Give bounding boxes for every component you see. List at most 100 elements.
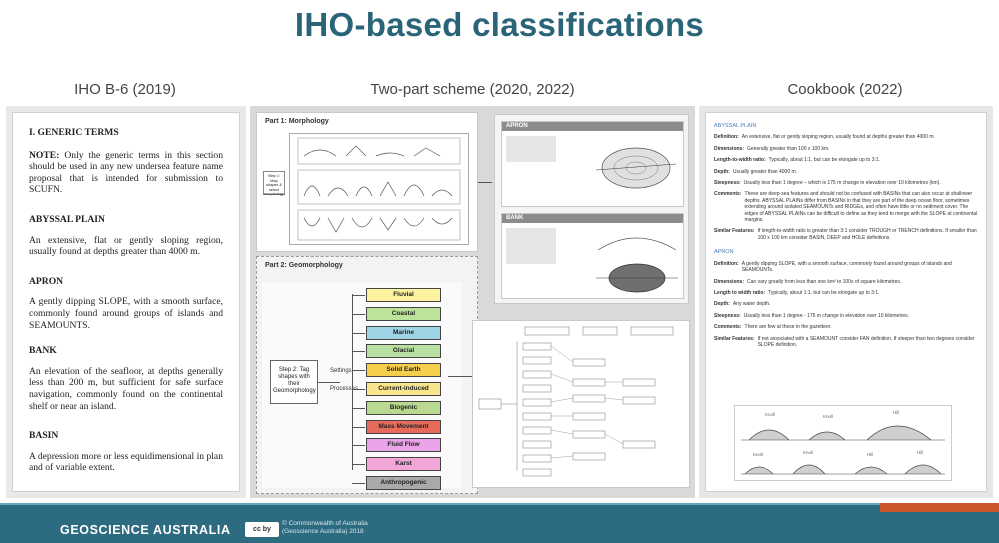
processes-label: Processes (330, 386, 359, 392)
iho-panel: I. GENERIC TERMS NOTE: Only the generic … (6, 106, 246, 498)
step2-box: Step 2: Tag shapes with their Geomorphol… (270, 360, 318, 404)
definition-apron: A gently dipping SLOPE, with a smooth su… (29, 296, 223, 331)
part2-label: Part 2: Geomorphology (265, 262, 343, 269)
term-abyssal-plain: ABYSSAL PLAIN (29, 213, 105, 225)
cookbook-row: Dimensions:Generally greater than 100 x … (714, 146, 982, 152)
category-anthropogenic: Anthropogenic (366, 476, 441, 490)
apron-card-text (506, 136, 556, 162)
iho-document: I. GENERIC TERMS NOTE: Only the generic … (12, 112, 240, 492)
category-connector (352, 332, 365, 334)
arrow-part1 (478, 182, 492, 183)
brand-name: GEOSCIENCE AUSTRALIA (60, 523, 231, 537)
cookbook-row-key: Dimensions: (714, 278, 745, 285)
cookbook-row-key: Length-to-width ratio: (714, 157, 766, 164)
cookbook-row: Length-to-width ratio:Typically, about 1… (714, 157, 982, 163)
footer-bar (0, 505, 999, 543)
profile-label-top-3: Hill (893, 410, 900, 415)
cookbook-row: Comments:These are deep-sea features and… (714, 191, 982, 223)
category-connector (352, 351, 365, 353)
bank-diagram (596, 237, 678, 293)
profile-label-top-1: Knoll (765, 412, 776, 417)
cookbook-row-value: Usually less than 1 degree - 175 m chang… (743, 312, 910, 319)
category-fluid-flow: Fluid Flow (366, 438, 441, 453)
category-connector (352, 295, 365, 296)
cookbook-row-value: An extensive, flat or gently sloping reg… (741, 134, 935, 141)
arrow-part2 (448, 376, 478, 377)
cookbook-row-value: Any water depth. (732, 301, 771, 308)
morphology-shapes-diagram (297, 137, 461, 241)
category-coastal: Coastal (366, 306, 441, 321)
note-paragraph: NOTE: Only the generic terms in this sec… (29, 150, 223, 196)
cookbook-row-value: If length-to-width ratio is greater than… (757, 228, 977, 241)
category-marine: Marine (366, 325, 441, 340)
apron-card: APRON (501, 121, 684, 207)
cc-license-icon[interactable]: cc by (245, 522, 279, 537)
category-solid-earth: Solid Earth (366, 363, 441, 378)
settings-label: Settings (330, 368, 352, 374)
cookbook-row-value: Usually greater than 4000 m. (732, 168, 798, 175)
profile-label-bottom-2: Knoll (803, 450, 814, 455)
cookbook-row-value: A gently dipping SLOPE, with a smooth su… (741, 260, 952, 274)
column-heading-iho: IHO B-6 (2019) (74, 81, 176, 98)
cookbook-row: Comments:There are few at these in the g… (714, 324, 982, 330)
cookbook-row-key: Length to width ratio: (714, 289, 766, 296)
cookbook-apron-heading: APRON (714, 249, 734, 256)
profile-label-bottom-3: Hill (867, 452, 874, 457)
definition-abyssal-plain: An extensive, flat or gently sloping reg… (29, 234, 223, 258)
arrow-step2 (318, 382, 340, 383)
category-connector (352, 464, 365, 466)
cookbook-abyssal-heading: ABYSSAL PLAIN (714, 123, 757, 129)
flowchart-box (472, 320, 690, 488)
term-bank: BANK (29, 345, 57, 357)
category-fluvial: Fluvial (366, 288, 441, 302)
category-connector (352, 313, 365, 315)
cookbook-row: Similar Features:If length-to-width rati… (714, 228, 982, 241)
cookbook-row-value: Typically, about 1:1, but can be elongat… (768, 157, 881, 164)
cookbook-document: ABYSSAL PLAIN Definition:An extensive, f… (705, 112, 987, 492)
bank-card-text (506, 228, 556, 264)
cookbook-panel: ABYSSAL PLAIN Definition:An extensive, f… (699, 106, 993, 498)
flowchart-diagram (478, 326, 674, 477)
cookbook-row-value: Can vary greatly from less than one km² … (747, 278, 902, 285)
cookbook-row-key: Comments: (714, 324, 742, 331)
cookbook-row-value: Usually less than 1 degree – which is 17… (743, 180, 941, 187)
column-heading-cookbook: Cookbook (2022) (787, 81, 903, 98)
apron-card-title: APRON (502, 122, 683, 131)
category-connector (352, 407, 365, 409)
generic-terms-heading: I. GENERIC TERMS (29, 127, 119, 138)
category-glacial: Glacial (366, 344, 441, 359)
cookbook-row-key: Steepness: (714, 312, 741, 319)
cookbook-row-value: Typically, about 1:1, but can be elongat… (768, 289, 880, 296)
cookbook-row-key: Depth: (714, 301, 730, 308)
cookbook-row-key: Definition: (714, 134, 739, 141)
cookbook-row-key: Steepness: (714, 180, 741, 187)
column-heading-two-part: Two-part scheme (2020, 2022) (370, 81, 575, 98)
cookbook-text: ABYSSAL PLAIN Definition:An extensive, f… (714, 123, 982, 348)
cookbook-row-key: Definition: (714, 260, 739, 267)
category-connector (352, 370, 365, 372)
apron-diagram (595, 147, 677, 189)
term-apron: APRON (29, 275, 64, 287)
category-connector (352, 483, 365, 484)
bank-card-title: BANK (502, 214, 683, 223)
morphology-diagram (289, 133, 469, 245)
copyright-notice: © Commonwealth of Australia (Geoscience … (282, 520, 368, 535)
copyright-line-1: © Commonwealth of Australia (282, 520, 368, 527)
cookbook-row: Dimensions:Can vary greatly from less th… (714, 279, 982, 285)
footer-stripe (0, 503, 880, 506)
category-current-induced: Current-induced (366, 382, 441, 396)
profile-shapes (741, 425, 945, 475)
cookbook-row: Definition:A gently dipping SLOPE, with … (714, 261, 982, 274)
profile-label-bottom-1: Knoll (753, 452, 764, 457)
cookbook-row: Length to width ratio:Typically, about 1… (714, 290, 982, 296)
cookbook-row: Depth:Usually greater than 4000 m. (714, 169, 982, 175)
category-connector (352, 426, 365, 428)
cookbook-row-value: These are deep-sea features and should n… (744, 191, 978, 224)
category-biogenic: Biogenic (366, 400, 441, 415)
apron-bank-box: APRON BANK (494, 114, 689, 304)
cookbook-row: Definition:An extensive, flat or gently … (714, 134, 982, 140)
cookbook-row-value: There are few at these in the gazetteer. (744, 324, 832, 331)
cookbook-row-value: Generally greater than 100 x 100 km. (747, 145, 830, 152)
iho-text: I. GENERIC TERMS NOTE: Only the generic … (13, 113, 239, 474)
bank-card: BANK (501, 213, 684, 299)
